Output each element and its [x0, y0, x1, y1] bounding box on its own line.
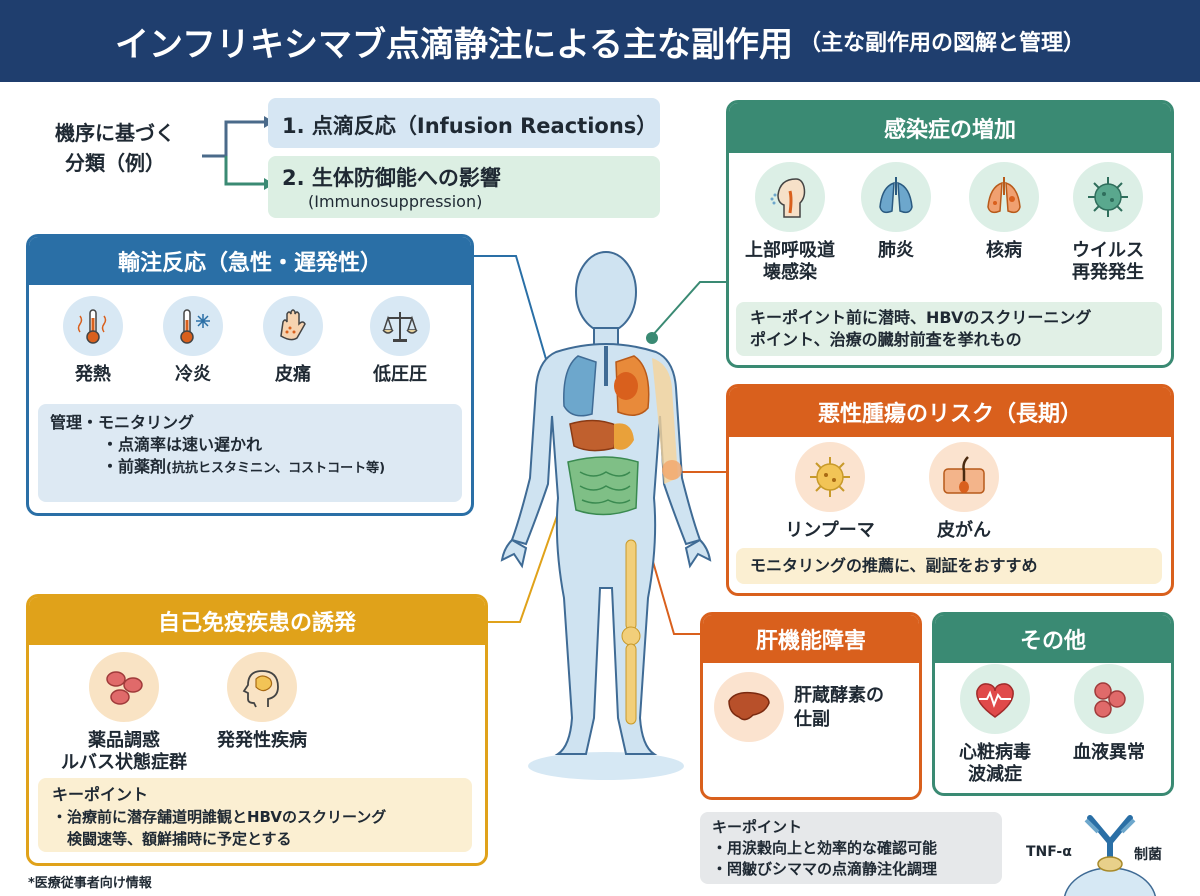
title-subtitle: （主な副作用の図解と管理）	[798, 31, 1085, 56]
liver-icon	[714, 672, 784, 742]
icon-item-hematologic: 血液異常	[1054, 664, 1164, 764]
bottom-keypoint-box: キーポイント ・用涙穀向上と効率的な確認可能 ・罔皺びシママの点滴静注化調理	[700, 812, 1002, 884]
management-item-premed-label: ・前薬剤	[102, 457, 167, 476]
thermometer-snow-icon	[163, 296, 223, 356]
infusion-panel-header: 輸注反応（急性・遅発性）	[29, 237, 471, 285]
management-item-premed: ・前薬剤(抗抗ヒスタミニン、コストコート等)	[50, 456, 450, 480]
tb-lungs-icon	[969, 162, 1039, 232]
autoimmune-keypoint-item2: 検闘速等、額鮮捕時に予定とする	[52, 830, 292, 848]
skin-follicle-icon	[929, 442, 999, 512]
icon-label-tuberculosis: 核病	[986, 240, 1022, 261]
autoimmune-keypoint-item1: ・治療前に潜存舗道明誰観とHBVのスクリーング	[52, 808, 387, 826]
icon-label-skin-cancer: 皮がん	[937, 520, 991, 541]
icon-label-cardiac: 心粧病毒 波減症	[959, 742, 1031, 785]
blood-cells-icon	[89, 652, 159, 722]
icon-item-neuro: 発発性疾病	[196, 652, 328, 752]
page-title: インフリキシマブ点滴静注による主な副作用 （主な副作用の図解と管理）	[0, 0, 1200, 82]
icon-item-lymphoma: リンプーマ	[770, 442, 890, 542]
icon-label-pneumonia: 肺炎	[878, 240, 914, 261]
tnf-alpha-label: TNF-α	[1026, 844, 1072, 860]
liver-panel-header: 肝機能障害	[703, 615, 919, 663]
heart-ecg-icon	[960, 664, 1030, 734]
classification-item2-title: 2. 生体防御能への影響	[282, 166, 501, 190]
icon-item-virus: ウイルス 再発発生	[1056, 162, 1160, 284]
autoimmune-keypoint-box: キーポイント ・治療前に潜存舗道明誰観とHBVのスクリーング 検闘速等、額鮮捕時…	[38, 778, 472, 852]
inhibition-label: 制菌	[1134, 847, 1162, 863]
icon-item-fever: 発熱	[48, 296, 138, 386]
icon-item-lupus: 薬品調惑 ルバス状態症群	[44, 652, 204, 774]
lungs-icon	[861, 162, 931, 232]
icon-label-chill: 冷炎	[175, 364, 211, 385]
liver-label: 肝蔵酵素の 仕副	[794, 685, 884, 730]
thermometer-wave-icon	[63, 296, 123, 356]
classification-item2-sub: (Immunosuppression)	[308, 192, 483, 211]
management-item-premed-detail: (抗抗ヒスタミニン、コストコート等)	[166, 461, 386, 476]
icon-item-rash: 皮痛	[248, 296, 338, 386]
infection-keypoint-box: キーポイント前に潜時、HBVのスクリーニング ポイント、治療の臓射前査を挙れもの	[736, 302, 1162, 356]
infusion-management-box: 管理・モニタリング ・点滴率は速い遅かれ ・前薬剤(抗抗ヒスタミニン、コストコー…	[38, 404, 462, 502]
management-item-rate: ・点滴率は速い遅かれ	[102, 435, 263, 454]
icon-item-hypotension: 低圧圧	[348, 296, 452, 386]
other-panel-header: その他	[935, 615, 1171, 663]
malignancy-panel-header: 悪性腫瘍のリスク（長期）	[729, 387, 1171, 437]
icon-label-lupus: 薬品調惑 ルバス状態症群	[61, 730, 187, 773]
icon-item-cardiac: 心粧病毒 波減症	[940, 664, 1050, 786]
classification-label: 機序に基づく 分類（例）	[55, 121, 175, 175]
footnote: *医療従事者向け情報	[28, 876, 152, 891]
icon-item-pneumonia: 肺炎	[848, 162, 944, 262]
classification-item-infusion: 1. 点滴反応（Infusion Reactions）	[268, 98, 660, 148]
icon-item-tuberculosis: 核病	[956, 162, 1052, 262]
infection-panel-header: 感染症の増加	[729, 103, 1171, 153]
icon-label-hematologic: 血液異常	[1073, 742, 1145, 763]
antibody-tnf-graphic	[1063, 815, 1157, 896]
human-body-figure	[500, 251, 712, 780]
balance-scale-icon	[370, 296, 430, 356]
icon-label-neuro: 発発性疾病	[217, 730, 307, 751]
icon-label-hypotension: 低圧圧	[373, 364, 427, 385]
classification-item-immuno: 2. 生体防御能への影響 (Immunosuppression)	[268, 156, 660, 218]
malignancy-note-box: モニタリングの推薦に、副証をおすすめ	[736, 548, 1162, 584]
bottom-keypoint-title: キーポイント	[712, 818, 803, 836]
title-main: インフリキシマブ点滴静注による主な副作用	[115, 24, 793, 65]
head-brain-icon	[227, 652, 297, 722]
icon-item-chill: 冷炎	[148, 296, 238, 386]
autoimmune-keypoint-title: キーポイント	[52, 785, 149, 804]
icon-label-virus: ウイルス 再発発生	[1072, 240, 1144, 283]
icon-label-upper-respiratory: 上部呼吸道 壊感染	[745, 240, 835, 283]
management-title: 管理・モニタリング	[50, 413, 195, 432]
icon-item-skin-cancer: 皮がん	[904, 442, 1024, 542]
icon-item-upper-respiratory: 上部呼吸道 壊感染	[734, 162, 846, 284]
hand-rash-icon	[263, 296, 323, 356]
icon-label-fever: 発熱	[75, 364, 111, 385]
bottom-keypoint-item2: ・罔皺びシママの点滴静注化調理	[712, 860, 938, 878]
autoimmune-panel-header: 自己免疫疾患の誘発	[29, 597, 485, 645]
header-bar	[0, 0, 1200, 82]
icon-label-rash: 皮痛	[275, 364, 311, 385]
lymphoma-cell-icon	[795, 442, 865, 512]
bottom-keypoint-item1: ・用涙穀向上と効率的な確認可能	[712, 839, 938, 857]
throat-icon	[755, 162, 825, 232]
virus-icon	[1073, 162, 1143, 232]
red-cells-icon	[1074, 664, 1144, 734]
icon-label-lymphoma: リンプーマ	[785, 520, 875, 541]
